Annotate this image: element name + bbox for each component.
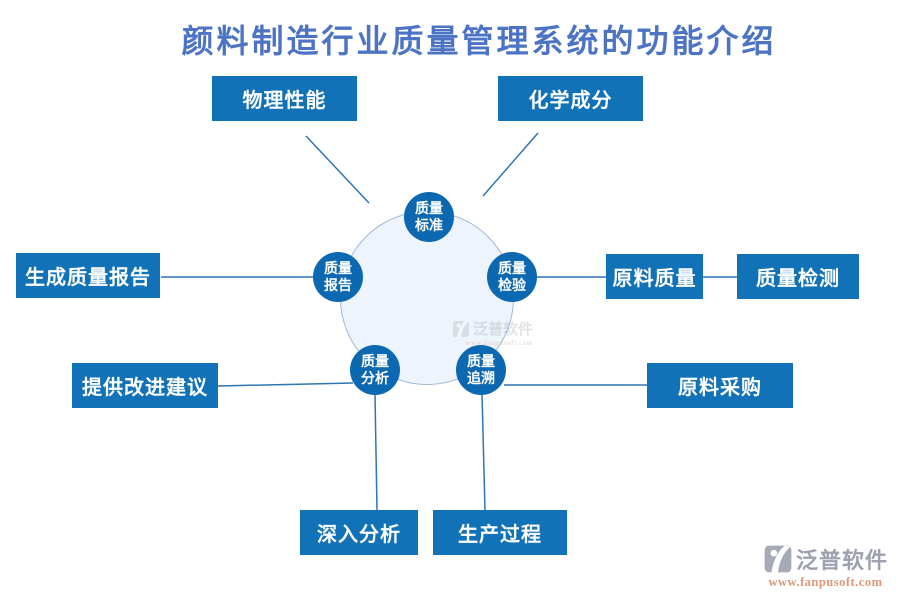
box-label: 质量检测 xyxy=(756,268,840,290)
box-label: 物理性能 xyxy=(242,90,327,112)
box-label: 生成质量报告 xyxy=(25,267,151,289)
connector-physical-to-standards xyxy=(305,135,370,204)
watermark-text: 泛普软件 xyxy=(473,321,534,338)
box-label: 原料质量 xyxy=(612,268,697,290)
connector-improve-to-analysis xyxy=(217,382,354,387)
connector-analysis-to-deepanalysis xyxy=(374,393,378,511)
hub-node-quality-traceability: 质量 追溯 xyxy=(456,345,506,395)
box-raw-material-procurement: 原料采购 xyxy=(647,363,793,408)
brand-name: 泛普软件 xyxy=(795,548,888,573)
box-label: 生产过程 xyxy=(458,524,542,546)
box-physical-properties: 物理性能 xyxy=(212,76,357,121)
brand-url: www.fanpusoft.com xyxy=(768,575,883,589)
fanpu-logo-icon xyxy=(453,320,469,337)
hub-node-quality-inspection: 质量 检验 xyxy=(487,252,537,302)
box-production-process: 生产过程 xyxy=(433,510,567,555)
connector-chemical-to-standards xyxy=(482,132,539,197)
hub-node-label: 质量 分析 xyxy=(361,353,389,386)
fanpu-software-logo: 泛普软件 www.fanpusoft.com xyxy=(763,543,888,590)
box-chemical-composition: 化学成分 xyxy=(498,76,643,121)
box-label: 化学成分 xyxy=(528,90,613,112)
center-watermark: 泛普软件 www.fanpusoft.com xyxy=(452,318,533,347)
hub-node-label: 质量 报告 xyxy=(324,260,352,293)
fanpu-logo-icon xyxy=(764,545,792,573)
hub-node-label: 质量 标准 xyxy=(415,200,443,233)
box-label: 深入分析 xyxy=(317,524,401,546)
hub-node-quality-report: 质量 报告 xyxy=(313,252,363,302)
watermark-url: www.fanpusoft.com xyxy=(465,339,534,347)
box-quality-testing: 质量检测 xyxy=(737,254,859,299)
hub-node-quality-analysis: 质量 分析 xyxy=(350,345,400,395)
hub-node-label: 质量 检验 xyxy=(498,260,526,293)
box-label: 提供改进建议 xyxy=(82,377,208,399)
connector-traceability-to-production xyxy=(481,393,486,511)
box-generate-quality-report: 生成质量报告 xyxy=(16,253,160,298)
hub-node-label: 质量 追溯 xyxy=(467,353,495,386)
box-raw-material-quality: 原料质量 xyxy=(606,254,703,299)
page-title: 颜料制造行业质量管理系统的功能介绍 xyxy=(181,23,777,59)
box-in-depth-analysis: 深入分析 xyxy=(300,510,418,555)
box-improvement-suggestions: 提供改进建议 xyxy=(72,363,218,408)
hub-node-quality-standards: 质量 标准 xyxy=(404,192,454,242)
box-label: 原料采购 xyxy=(678,377,762,399)
